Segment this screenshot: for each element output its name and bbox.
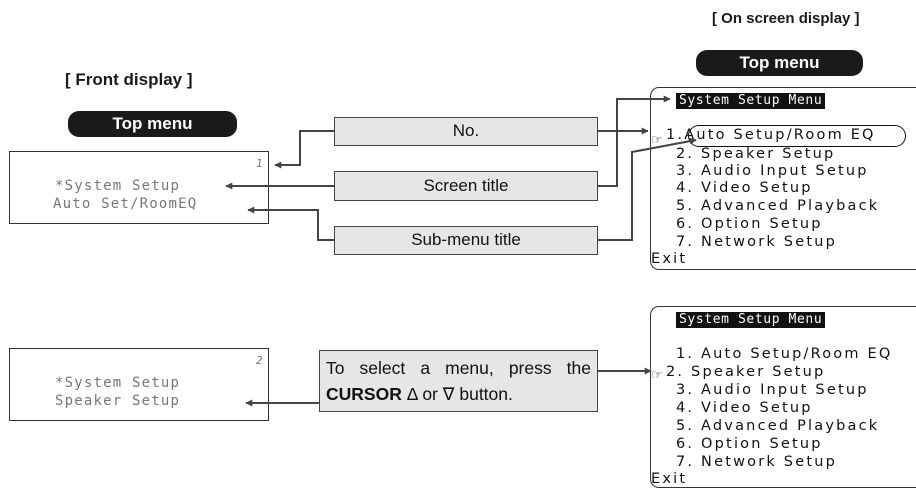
osd-2-item-2[interactable]: 2. Speaker Setup — [666, 364, 826, 380]
osd-1-item-5[interactable]: 5. Advanced Playback — [676, 198, 880, 214]
front-display-2-number: 2 — [256, 354, 263, 367]
cursor-down-icon: ∇ — [442, 384, 455, 404]
osd-1-selection-outline — [688, 125, 906, 147]
cursor-up-icon: Δ — [406, 384, 418, 404]
osd-1-item-exit[interactable]: Exit — [651, 251, 688, 267]
instruction-text-pre: To select a menu, press the — [326, 358, 591, 378]
osd-2-item-exit[interactable]: Exit — [651, 471, 688, 487]
front-display-1: 1 *System Setup Auto Set/RoomEQ — [9, 151, 269, 224]
osd-2-item-4[interactable]: 4. Video Setup — [676, 400, 813, 416]
osd-menu-1 — [650, 87, 916, 270]
callout-instruction: To select a menu, press the CURSOR Δ or … — [319, 350, 598, 412]
front-display-1-line2: Auto Set/RoomEQ — [53, 196, 198, 212]
osd-1-item-7[interactable]: 7. Network Setup — [676, 234, 837, 250]
front-display-2-line2: Speaker Setup — [55, 393, 181, 409]
onscreen-display-heading: [ On screen display ] — [712, 10, 860, 27]
line-screen-to-osd — [598, 95, 671, 187]
front-display-2-line1: *System Setup — [55, 375, 181, 391]
instruction-or: or — [422, 384, 438, 404]
osd-2-item-5[interactable]: 5. Advanced Playback — [676, 418, 880, 434]
osd-2-item-6[interactable]: 6. Option Setup — [676, 436, 823, 452]
instruction-cursor-word: CURSOR — [326, 384, 402, 404]
osd-1-item-2[interactable]: 2. Speaker Setup — [676, 146, 836, 162]
front-display-heading: [ Front display ] — [65, 70, 193, 89]
osd-1-item-3[interactable]: 3. Audio Input Setup — [676, 163, 869, 179]
instruction-text-post: button. — [459, 384, 513, 404]
callout-screen-title: Screen title — [334, 171, 598, 201]
line-submenu-to-front — [247, 206, 334, 241]
callout-number: No. — [334, 117, 598, 146]
callout-submenu-title: Sub-menu title — [334, 226, 598, 255]
osd-1-cursor-icon: ☞ — [651, 132, 663, 147]
osd-2-title: System Setup Menu — [676, 312, 826, 328]
front-display-1-line1: *System Setup — [55, 178, 181, 194]
osd-2-item-3[interactable]: 3. Audio Input Setup — [676, 382, 869, 398]
front-display-2: 2 *System Setup Speaker Setup — [9, 348, 269, 421]
osd-1-title: System Setup Menu — [676, 93, 826, 109]
osd-2-cursor-icon: ☞ — [651, 367, 663, 382]
line-no-to-front — [274, 130, 334, 169]
front-top-menu-label: Top menu — [68, 111, 237, 137]
front-display-1-number: 1 — [256, 157, 263, 170]
osd-1-item-4[interactable]: 4. Video Setup — [676, 180, 813, 196]
line-submenu-to-osd — [598, 137, 697, 241]
osd-menu-2 — [650, 306, 916, 488]
osd-1-item-1[interactable]: 1.Auto Setup/Room EQ — [666, 127, 876, 143]
osd-2-item-1[interactable]: 1. Auto Setup/Room EQ — [676, 346, 893, 362]
osd-2-item-7[interactable]: 7. Network Setup — [676, 454, 837, 470]
osd-1-item-6[interactable]: 6. Option Setup — [676, 216, 823, 232]
osd-top-menu-label: Top menu — [696, 50, 863, 76]
